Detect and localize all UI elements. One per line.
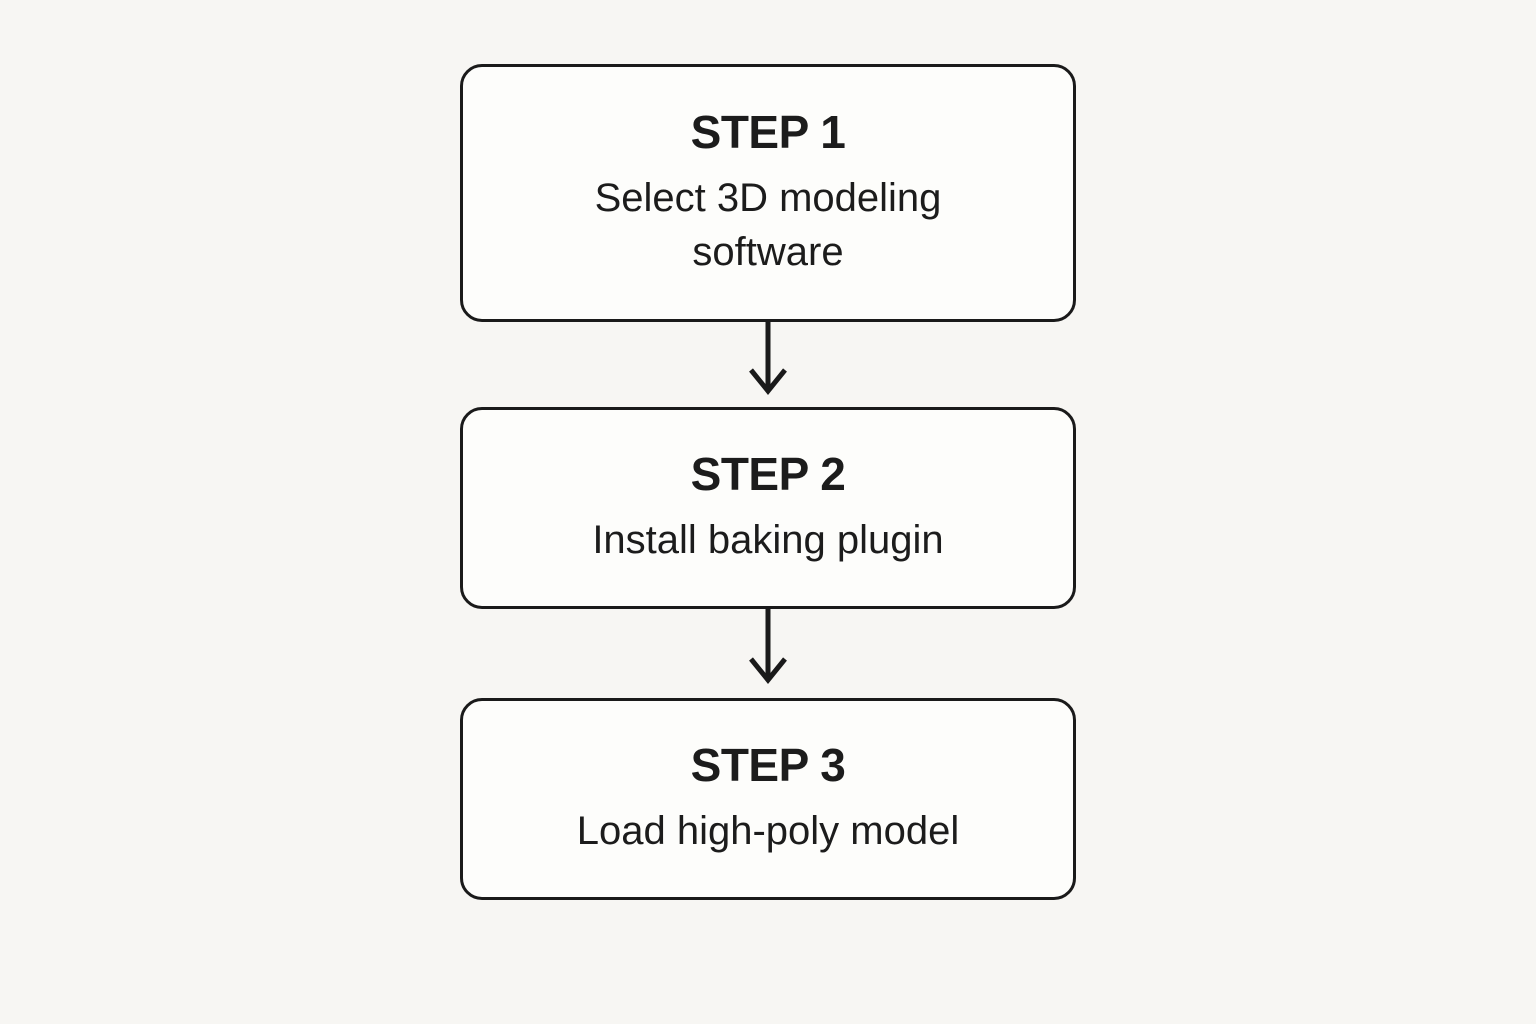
step-1-box: STEP 1 Select 3D modeling software [460, 64, 1076, 322]
step-2-description: Install baking plugin [592, 518, 944, 563]
step-3-box: STEP 3 Load high-poly model [460, 698, 1076, 900]
step-3-description: Load high-poly model [576, 809, 960, 854]
step-2-box: STEP 2 Install baking plugin [460, 407, 1076, 609]
arrow-down-icon [746, 322, 790, 407]
arrow-down-icon [746, 609, 790, 698]
step-2-label: STEP 2 [690, 447, 846, 500]
step-1-description: Select 3D modeling software [594, 176, 942, 275]
step-1-label: STEP 1 [690, 105, 846, 158]
step-3-label: STEP 3 [690, 738, 846, 791]
